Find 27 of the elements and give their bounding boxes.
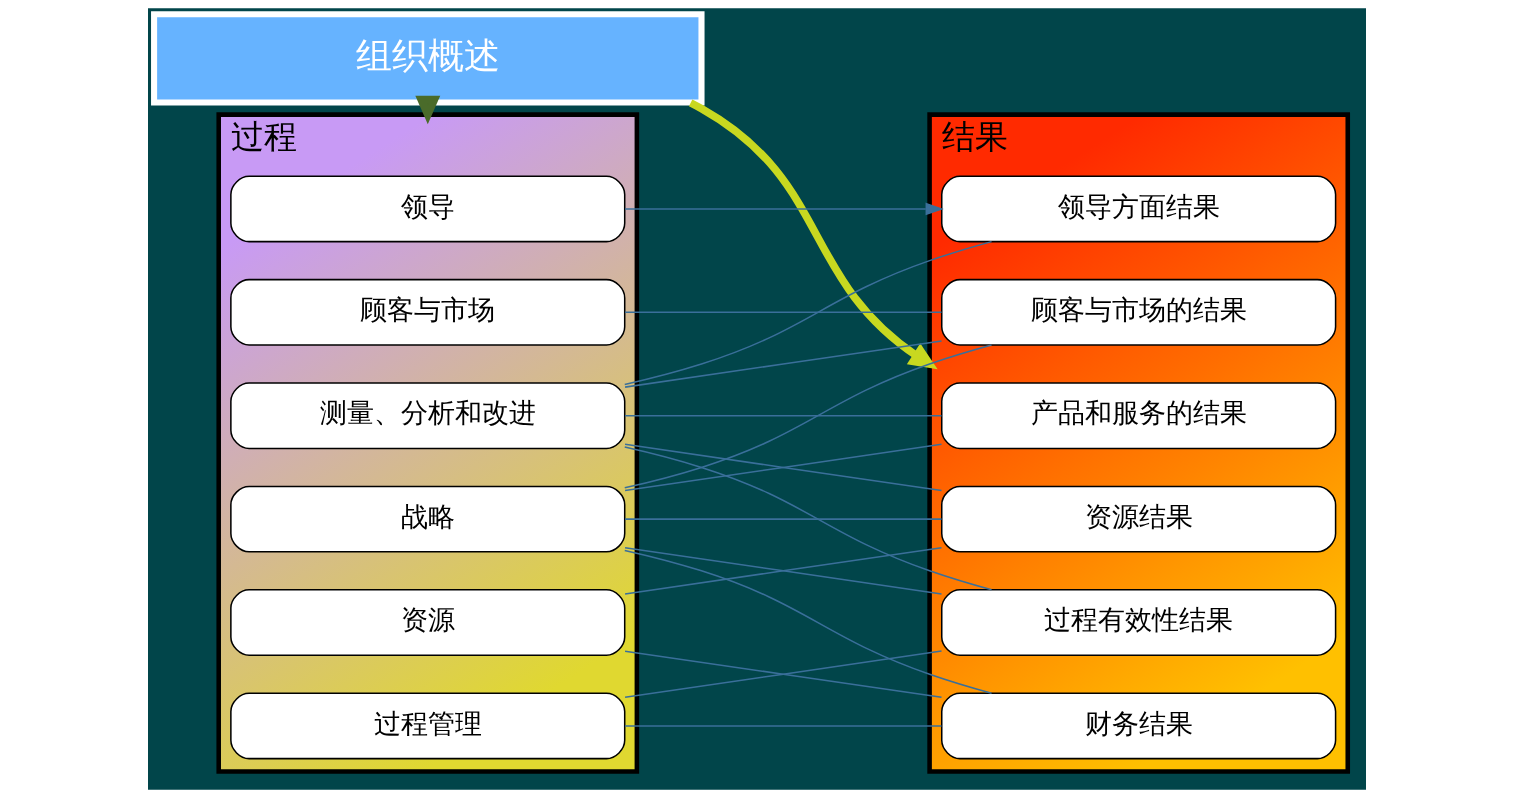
- connector: [624, 518, 943, 520]
- node-box: 顾客与市场: [230, 278, 626, 346]
- node-box: 产品和服务的结果: [941, 382, 1337, 450]
- node-box: 领导: [230, 175, 626, 243]
- node-box: 顾客与市场的结果: [941, 278, 1337, 346]
- connector: [624, 340, 943, 388]
- arrow: [415, 95, 441, 125]
- connector: [624, 446, 993, 591]
- node-box: 过程管理: [230, 692, 626, 760]
- connector: [624, 414, 943, 417]
- arrow: [624, 202, 944, 216]
- node-box: 测量、分析和改进: [230, 382, 626, 450]
- arrow: [688, 99, 938, 370]
- connector: [624, 344, 993, 489]
- node-box: 资源: [230, 589, 626, 656]
- connector: [624, 650, 943, 699]
- connector: [624, 549, 993, 694]
- connector: [624, 443, 943, 492]
- node-box: 战略: [230, 485, 626, 553]
- node-box: 财务结果: [941, 692, 1337, 760]
- connector: [624, 725, 943, 727]
- node-box: 领导方面结果: [941, 175, 1337, 243]
- connector: [624, 546, 943, 595]
- node-box: 资源结果: [941, 485, 1337, 553]
- connector: [624, 240, 993, 386]
- node-box: 过程有效性结果: [941, 589, 1337, 656]
- connector: [624, 311, 943, 314]
